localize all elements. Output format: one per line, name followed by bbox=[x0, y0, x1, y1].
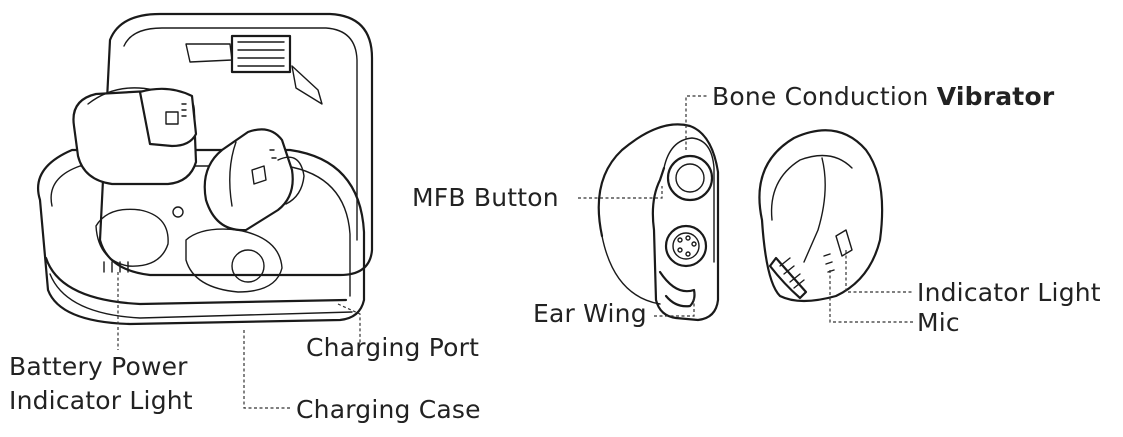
label-bone-conduction-vibrator: Bone Conduction Vibrator bbox=[712, 82, 1054, 112]
label-charging-case: Charging Case bbox=[296, 395, 481, 424]
earbud-back-illustration bbox=[758, 129, 884, 303]
label-battery-power-line2: Indicator Light bbox=[9, 386, 193, 415]
leader-ear-wing bbox=[654, 290, 695, 317]
label-ear-wing: Ear Wing bbox=[533, 299, 647, 328]
label-mic: Mic bbox=[917, 308, 960, 337]
charging-case-illustration bbox=[37, 12, 374, 326]
label-indicator-light: Indicator Light bbox=[917, 278, 1101, 307]
label-charging-port: Charging Port bbox=[306, 333, 480, 362]
leader-indicator bbox=[845, 250, 914, 293]
label-battery-power-line1: Battery Power bbox=[9, 352, 188, 381]
leader-lines bbox=[117, 95, 914, 409]
vibrator-text: Vibrator bbox=[936, 82, 1055, 111]
leader-mic bbox=[829, 270, 914, 323]
leader-charging-case bbox=[243, 330, 290, 409]
earbud-front-illustration bbox=[597, 123, 720, 322]
leader-charging-port bbox=[337, 303, 361, 346]
leader-bone-conduction bbox=[685, 95, 708, 150]
label-mfb-button: MFB Button bbox=[412, 183, 559, 212]
bone-conduction-text: Bone Conduction bbox=[712, 82, 929, 111]
leader-mfb bbox=[578, 186, 663, 199]
